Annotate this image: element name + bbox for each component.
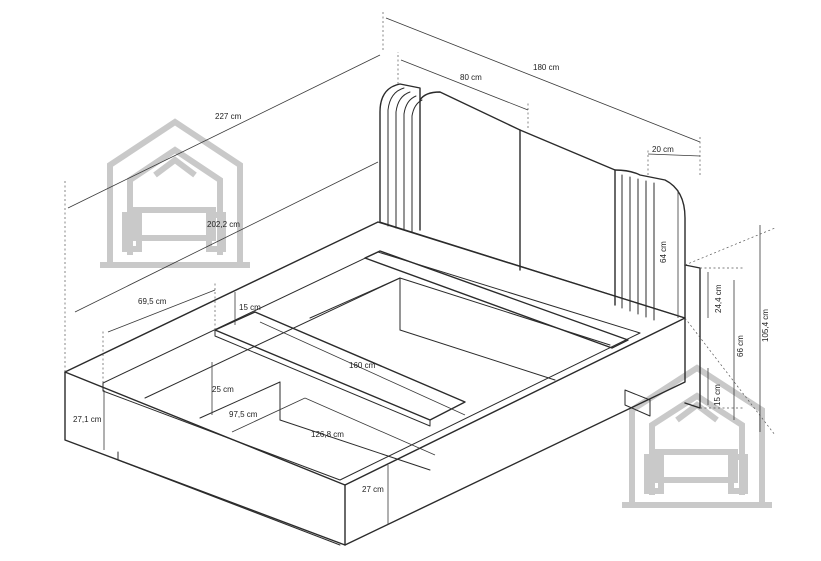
label-inner-length: 202,2 cm (207, 220, 240, 229)
house-sofa-logo-icon (622, 364, 772, 508)
label-inner-width: 160 cm (349, 361, 376, 370)
label-center-beam-length: 126,8 cm (311, 430, 344, 439)
label-frame-inner-depth: 25 cm (212, 385, 234, 394)
label-headboard-total: 66 cm (736, 335, 745, 357)
bed-frame (64, 221, 701, 546)
dimension-labels: 227 cm 180 cm 80 cm 20 cm 202,2 cm 69,5 … (73, 63, 770, 494)
label-frame-height-left: 27,1 cm (73, 415, 102, 424)
label-side-ledge: 69,5 cm (138, 297, 167, 306)
label-frame-height-front: 27 cm (362, 485, 384, 494)
label-center-beam-half: 97,5 cm (229, 410, 258, 419)
label-headboard-panel-height: 64 cm (659, 241, 668, 263)
headboard (379, 83, 686, 321)
dimension-lines (67, 17, 761, 525)
label-headboard-rounding: 20 cm (652, 145, 674, 154)
label-total-height: 105,4 cm (761, 309, 770, 342)
label-total-width: 180 cm (533, 63, 560, 72)
label-headboard-leg-gap: 15 cm (713, 384, 722, 406)
label-headboard-panel-width: 80 cm (460, 73, 482, 82)
label-slat-support-drop: 15 cm (239, 303, 261, 312)
label-total-length: 227 cm (215, 112, 242, 121)
house-sofa-logo-icon (100, 118, 250, 268)
label-headboard-above-frame: 24,4 cm (714, 284, 723, 313)
